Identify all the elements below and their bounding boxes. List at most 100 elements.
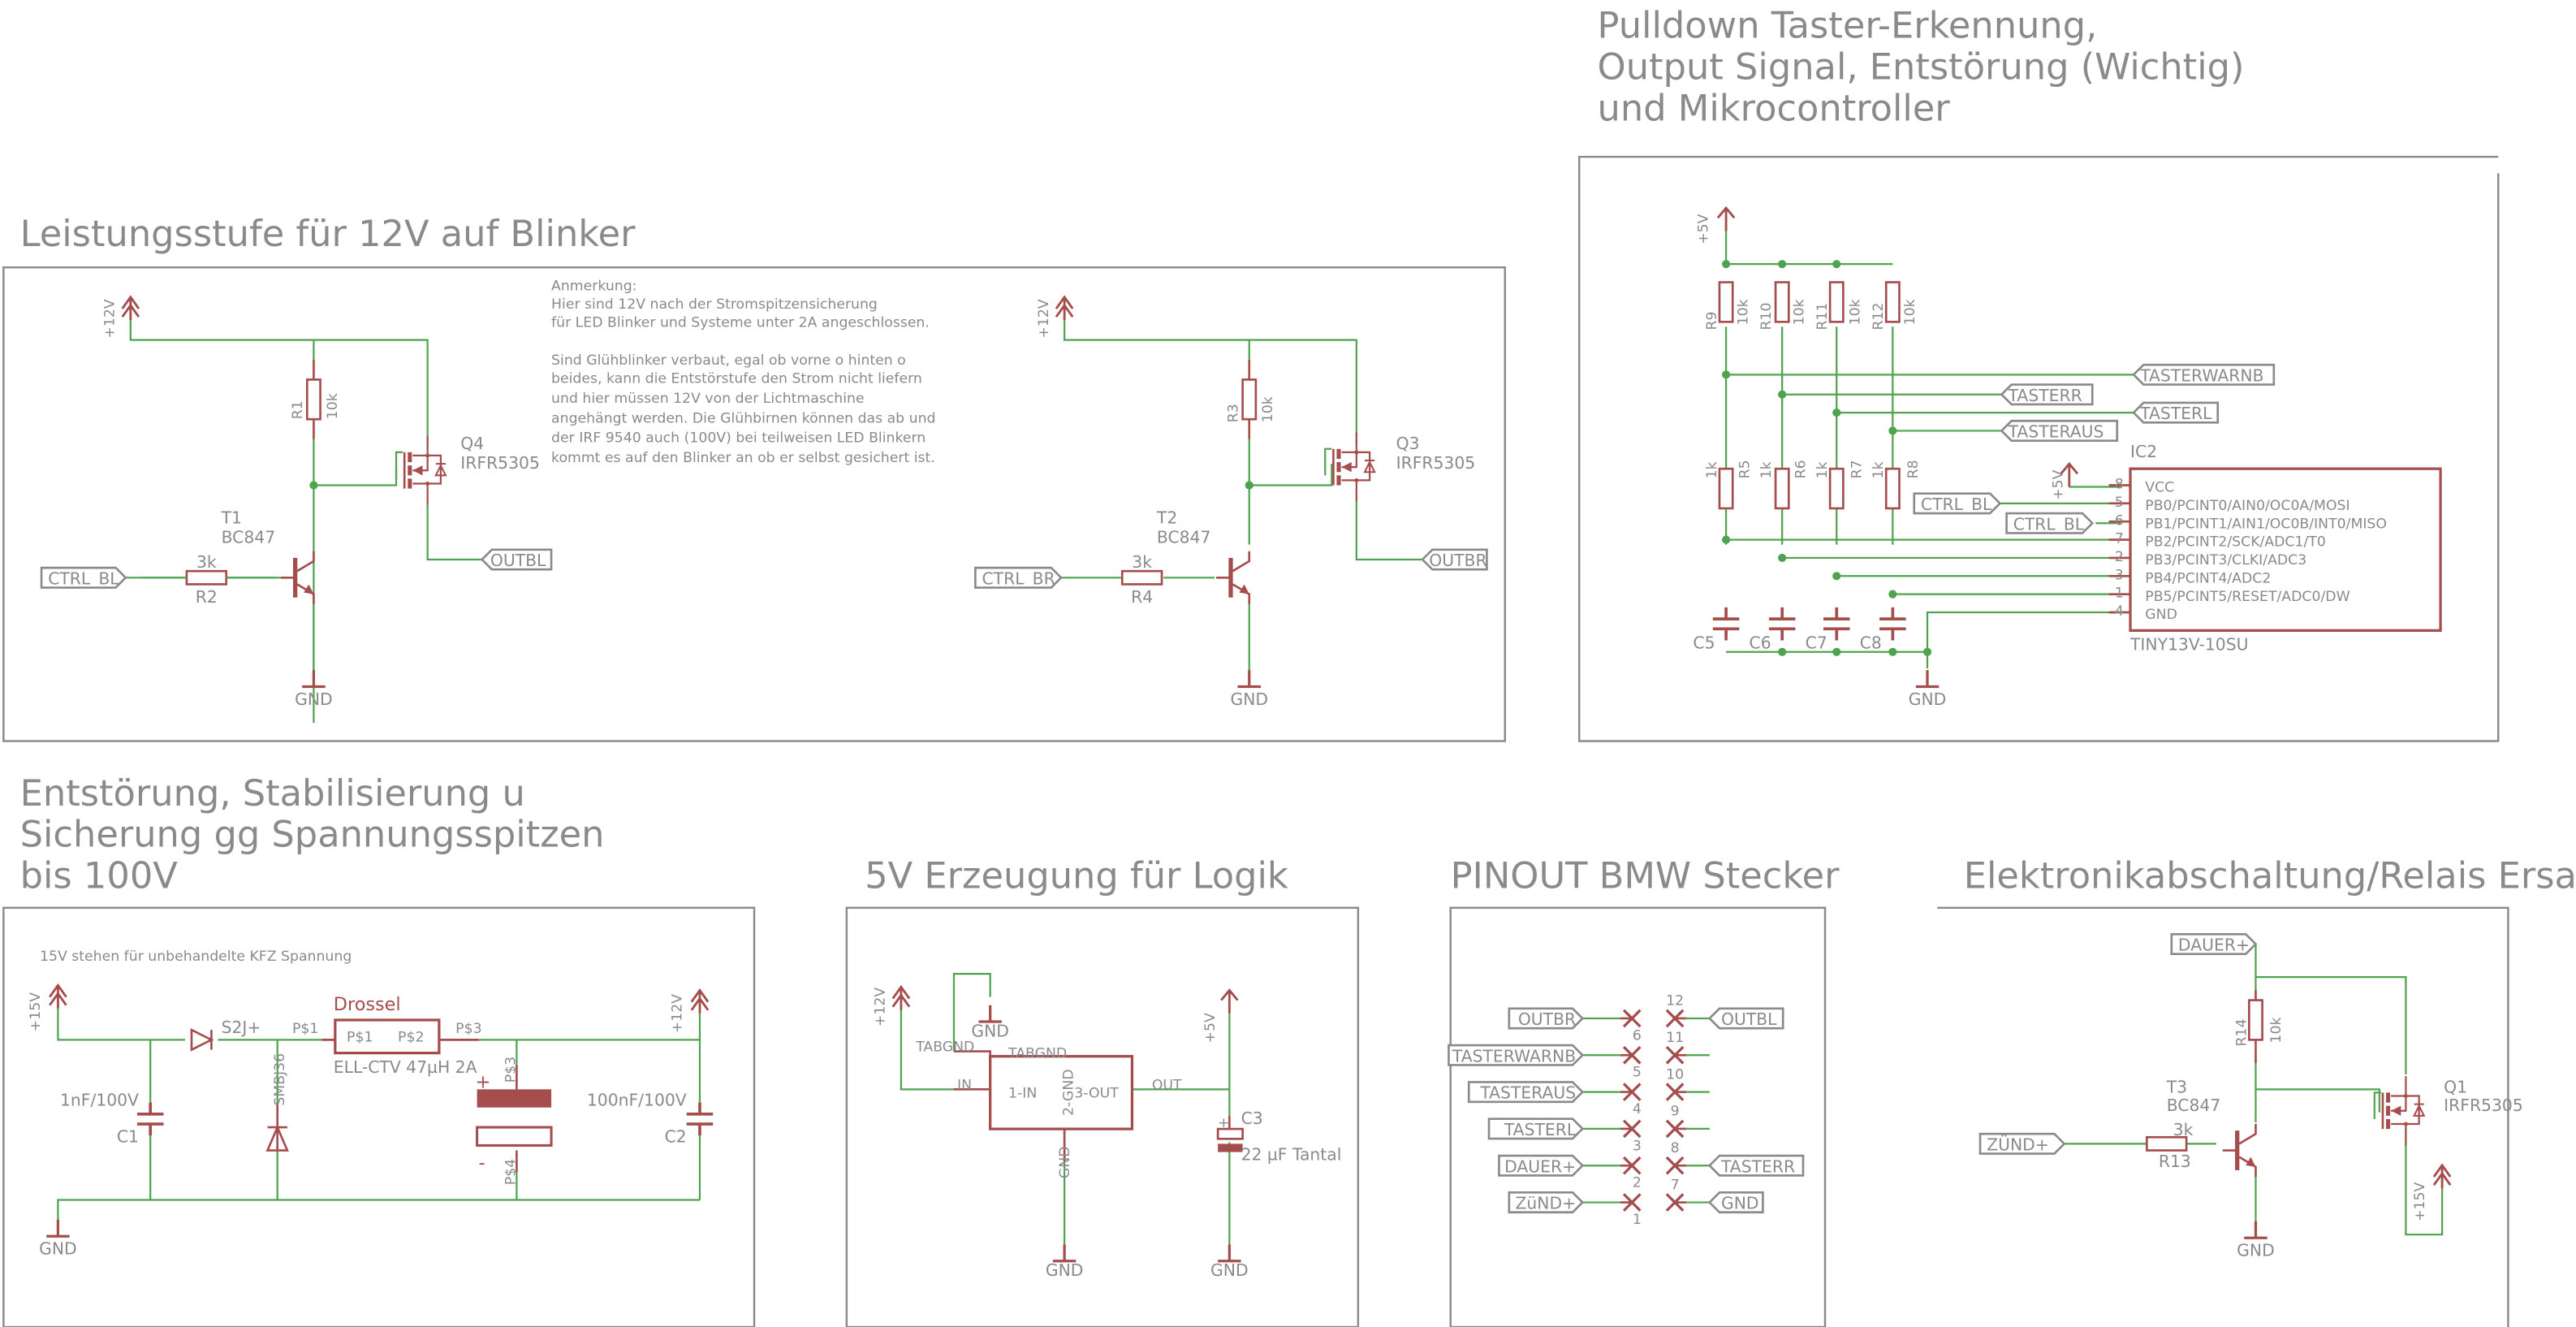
net-label-tasteraus[interactable]: TASTERAUS bbox=[2000, 419, 2119, 442]
junction bbox=[1245, 481, 1253, 490]
net-label-ctrl-bl-2[interactable]: CTRL_BL bbox=[2005, 512, 2095, 534]
pin-number: 3 bbox=[1633, 1138, 1642, 1154]
tvs-label: SMBJ36 bbox=[272, 1053, 288, 1106]
gnd-label: GND bbox=[1046, 1260, 1084, 1280]
net-label[interactable]: GND bbox=[1707, 1191, 1764, 1214]
filter-capacitors: C5 C6 C7 C8 bbox=[1693, 606, 1908, 653]
net-label-text: CTRL_BL bbox=[48, 568, 119, 589]
cap-label: C5 bbox=[1693, 633, 1715, 653]
gnd-label: GND bbox=[1909, 689, 1947, 709]
supply-label: +12V bbox=[1036, 299, 1052, 338]
q1-label: Q1 bbox=[2444, 1077, 2467, 1096]
net-label[interactable]: ZüND+ bbox=[1508, 1191, 1585, 1214]
section-title: PINOUT BMW Stecker bbox=[1451, 854, 1840, 897]
net-label-text: TASTERL bbox=[1504, 1120, 1577, 1139]
net-label[interactable]: OUTBR bbox=[1508, 1007, 1585, 1030]
net-label-dauer[interactable]: DAUER+ bbox=[2170, 932, 2258, 956]
net-label[interactable]: TASTERWARNB bbox=[1448, 1044, 1585, 1066]
circuit-right-blinker: +12V R3 10k Q3 IRFR5305 T2 BC847 3k R4 C… bbox=[974, 296, 1488, 709]
supply-label: +5V bbox=[1202, 1013, 1219, 1043]
net-label-zuend[interactable]: ZÜND+ bbox=[1978, 1132, 2066, 1155]
net-label[interactable]: OUTBL bbox=[1707, 1007, 1784, 1030]
pin-label: IN bbox=[957, 1077, 972, 1093]
resistor-value: 10k bbox=[1792, 299, 1808, 325]
tvs-diode-smbj36-icon: SMBJ36 bbox=[265, 1053, 289, 1152]
section-frame bbox=[1937, 906, 2509, 1327]
section-frame bbox=[2, 906, 756, 1327]
r13-value: 3k bbox=[2173, 1120, 2194, 1139]
resistor-value: 1k bbox=[1704, 461, 1720, 478]
note: 15V stehen für unbehandelte KFZ Spannung bbox=[40, 949, 352, 965]
connector-pin-row: 11 bbox=[1665, 1030, 1710, 1065]
pin-number: 12 bbox=[1666, 993, 1684, 1009]
resistor-label: R7 bbox=[1849, 460, 1866, 478]
net-label[interactable]: TASTERL bbox=[1487, 1117, 1585, 1140]
net-label-text: TASTERR bbox=[1720, 1156, 1795, 1176]
pin-label: TABGND bbox=[1008, 1046, 1067, 1062]
supply-label: +5V bbox=[1696, 214, 1712, 244]
net-label-outbr[interactable]: OUTBR bbox=[1421, 548, 1488, 571]
pin-label: 2-GND bbox=[1060, 1069, 1077, 1115]
resistor-value: 1k bbox=[1871, 461, 1887, 478]
pin-number: 5 bbox=[1633, 1065, 1642, 1081]
supply-15v-icon bbox=[48, 983, 67, 1010]
supply-15v-icon bbox=[2432, 1164, 2452, 1190]
net-label-ctrl-bl-1[interactable]: CTRL_BL bbox=[1913, 492, 2002, 515]
net-label-ctrl-bl[interactable]: CTRL_BL bbox=[40, 566, 127, 589]
section-frame bbox=[1449, 906, 1827, 1327]
pin-number: 11 bbox=[1666, 1030, 1684, 1046]
section-frame bbox=[1577, 155, 2500, 742]
supply-12v-icon bbox=[1055, 296, 1074, 322]
net-label-text: TASTERWARNB bbox=[1452, 1046, 1576, 1065]
r3-label: R3 bbox=[1226, 404, 1242, 422]
section-power-stage: Leistungsstufe für 12V auf Blinker Anmer… bbox=[2, 212, 1506, 742]
note-line: Hier sind 12V nach der Stromspitzensiche… bbox=[551, 296, 878, 313]
note-line: für LED Blinker und Systeme unter 2A ang… bbox=[551, 314, 930, 331]
net-label-text: OUTBL bbox=[490, 551, 546, 570]
resistor-r3 bbox=[1241, 378, 1258, 421]
gnd-label: GND bbox=[1210, 1260, 1249, 1280]
r2-label: R2 bbox=[196, 587, 218, 607]
net-label[interactable]: TASTERR bbox=[1707, 1154, 1805, 1177]
section-pinout: PINOUT BMW Stecker 6OUTBR5TASTERWARNB4TA… bbox=[1448, 854, 1840, 1327]
ic-pin-name: PB0/PCINT0/AIN0/OC0A/MOSI bbox=[2145, 498, 2349, 514]
resistor-value: 10k bbox=[1902, 299, 1918, 325]
resistor-r2 bbox=[185, 569, 228, 586]
connector-pin-row: 10 bbox=[1665, 1066, 1710, 1102]
circuit-left-blinker: +12V R1 10k Q4 IRFR5305 T1 BC847 3k R2 C… bbox=[40, 296, 553, 724]
ic-pin-number: 7 bbox=[2115, 531, 2124, 547]
q4-type: IRFR5305 bbox=[460, 453, 540, 473]
r1-label: R1 bbox=[290, 400, 306, 419]
pin-label: P$3 bbox=[455, 1021, 481, 1037]
net-label-tasterl[interactable]: TASTERL bbox=[2132, 401, 2220, 424]
ic-pin-name: PB3/PCINT3/CLKI/ADC3 bbox=[2145, 552, 2306, 568]
net-label-taste-rr[interactable]: TASTERR bbox=[2000, 383, 2094, 406]
net-label-ctrl-br[interactable]: CTRL_BR bbox=[974, 566, 1063, 589]
net-label[interactable]: TASTERAUS bbox=[1467, 1081, 1585, 1104]
tantal-capacitor-c3: + C3 22 µF Tantal bbox=[1216, 1109, 1341, 1165]
net-label-text: OUTBL bbox=[1721, 1009, 1777, 1029]
t2-type: BC847 bbox=[1157, 528, 1211, 547]
ic-pin-name: PB5/PCINT5/RESET/ADC0/DW bbox=[2145, 589, 2349, 605]
gnd-label: GND bbox=[2237, 1241, 2275, 1260]
r14-label: R14 bbox=[2233, 1019, 2250, 1047]
ic-pin-number: 3 bbox=[2115, 567, 2124, 583]
pin-number: 9 bbox=[1671, 1104, 1680, 1120]
connector-pin-row: 9 bbox=[1665, 1104, 1710, 1139]
pin-label: P$4 bbox=[503, 1159, 519, 1185]
section-title: bis 100V bbox=[20, 854, 179, 897]
pin-number: 8 bbox=[1671, 1140, 1680, 1156]
net-label-tasterwarnb[interactable]: TASTERWARNB bbox=[2132, 363, 2276, 386]
ic-pin-number: 6 bbox=[2115, 512, 2124, 529]
supply-label: +12V bbox=[873, 988, 889, 1027]
section-relay-replacement: Elektronikabschaltung/Relais Ersatz R14 … bbox=[1937, 854, 2576, 1327]
net-label-outbl[interactable]: OUTBL bbox=[480, 548, 553, 571]
net-label[interactable]: DAUER+ bbox=[1498, 1154, 1585, 1177]
gnd-label: GND bbox=[1230, 689, 1268, 709]
resistor-value: 10k bbox=[1848, 299, 1864, 325]
